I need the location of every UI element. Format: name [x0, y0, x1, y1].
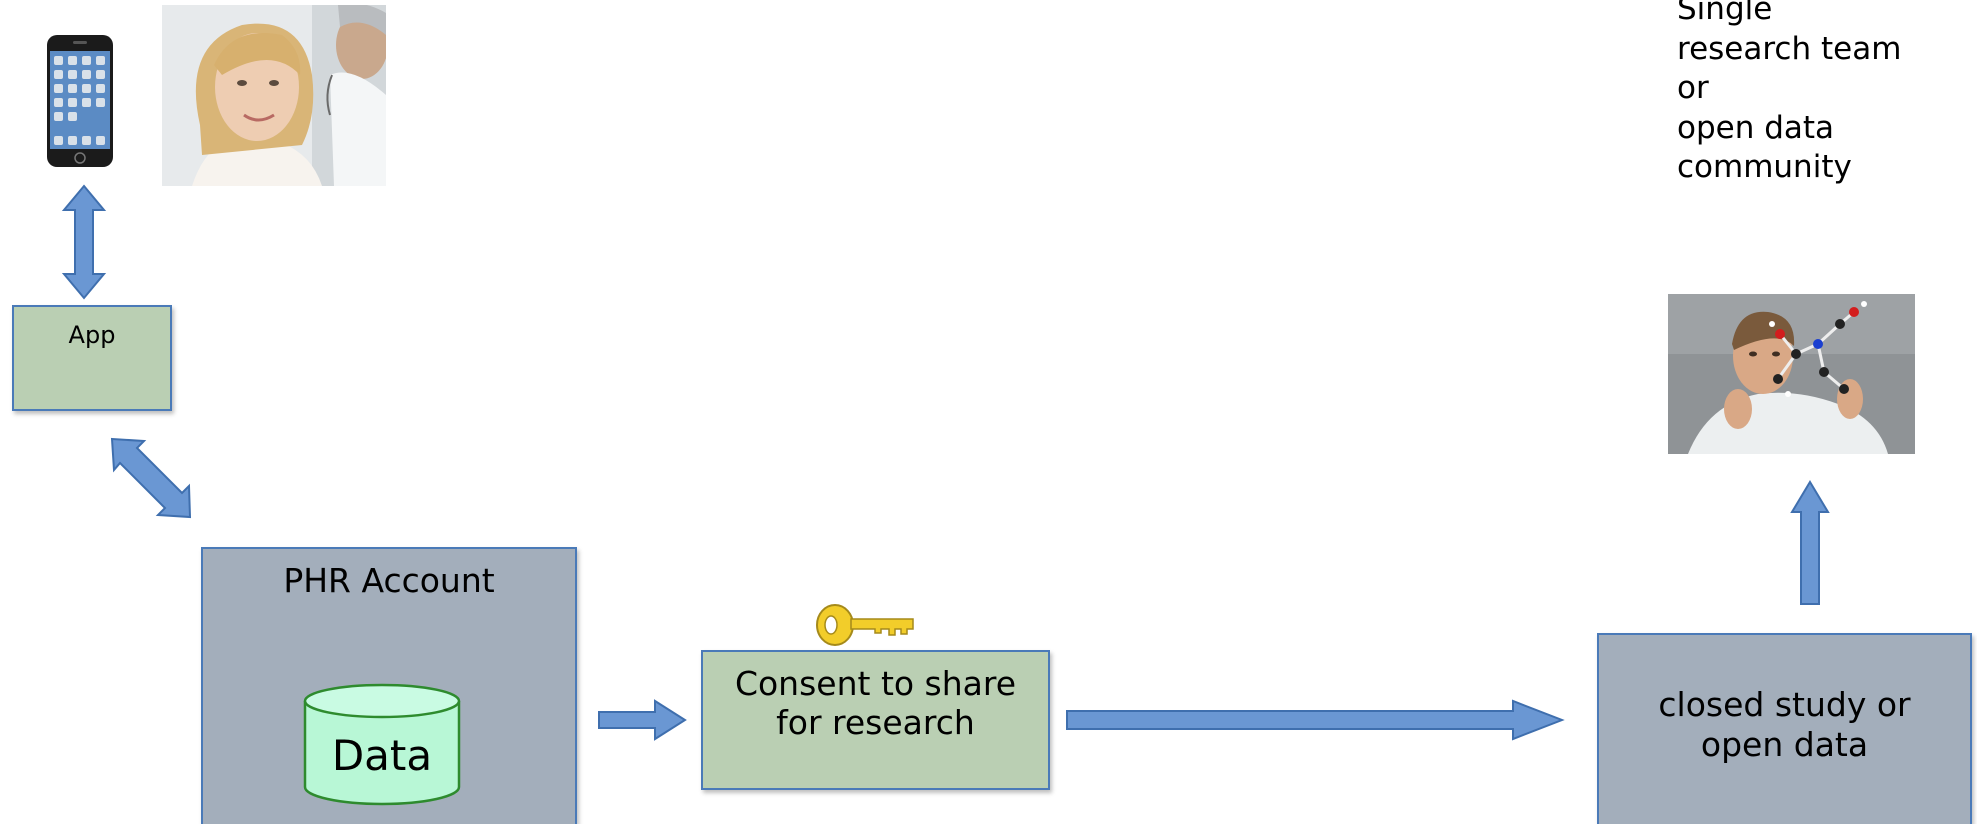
research-text-line: community	[1677, 149, 1852, 185]
arrow-phone-app	[61, 184, 107, 300]
research-text-line: research team	[1677, 30, 1902, 67]
research-text-line: open data	[1677, 109, 1835, 146]
arrow-consent-study	[1066, 699, 1565, 741]
data-label: Data	[331, 731, 433, 780]
study-line1: closed study or	[1658, 685, 1911, 724]
app-box: App	[12, 305, 172, 411]
consent-line1: Consent to share	[734, 664, 1017, 703]
arrow-phr-consent	[598, 699, 687, 741]
smartphone-icon	[46, 34, 114, 168]
research-audience-text: Single research team or open data commun…	[1677, 0, 1901, 188]
phr-account-title: PHR Account	[283, 561, 495, 600]
study-box: closed study or open data	[1597, 633, 1972, 824]
research-text-line: or	[1677, 70, 1709, 106]
research-text-line: Single	[1677, 0, 1773, 27]
arrow-app-phr	[110, 437, 192, 519]
consent-box: Consent to share for research	[701, 650, 1050, 790]
patient-doctor-photo	[162, 5, 386, 186]
app-label: App	[68, 321, 116, 349]
consent-line2: for research	[776, 703, 975, 742]
researcher-photo	[1668, 294, 1915, 454]
key-icon	[815, 601, 916, 649]
study-line2: open data	[1700, 725, 1869, 764]
data-cylinder: Data	[303, 683, 461, 807]
arrow-study-researcher	[1790, 480, 1830, 605]
